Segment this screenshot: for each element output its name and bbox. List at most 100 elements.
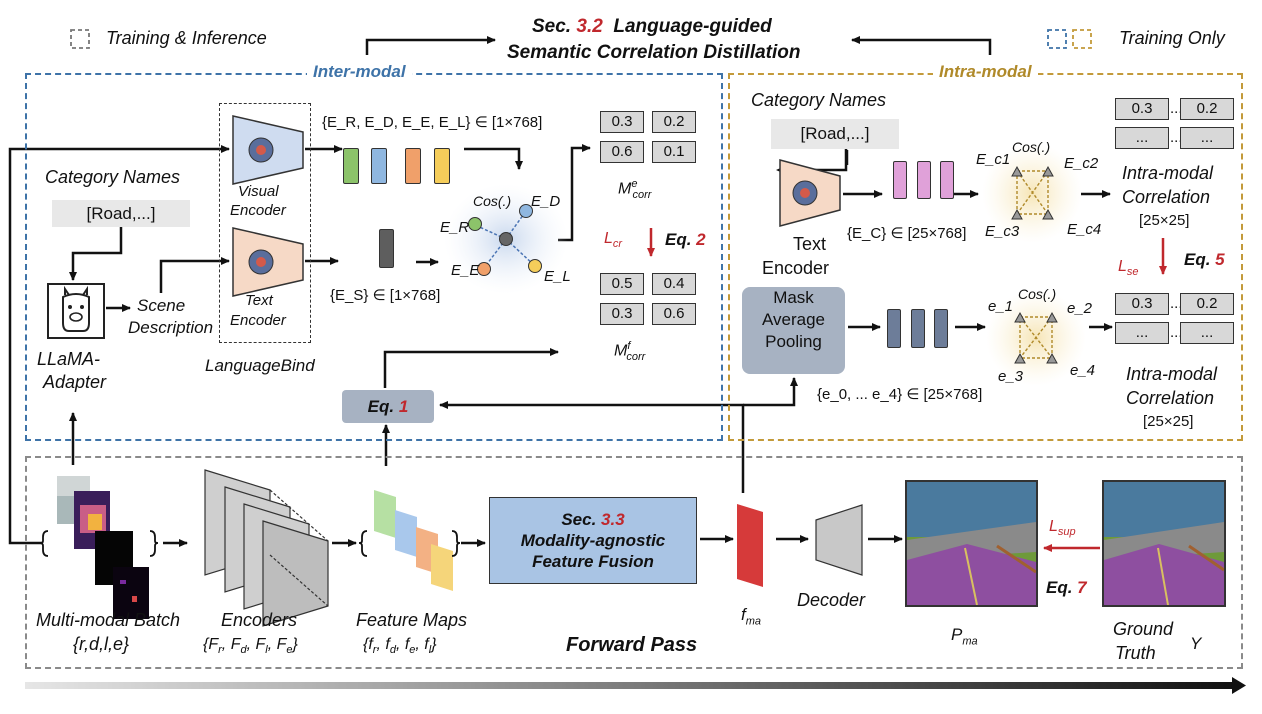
eq7-label: Eq. 7 [1046,578,1087,597]
visual-encoder-label-1: Visual [238,183,279,200]
bar-ee [405,148,421,184]
intra-top-dots: ... [1170,129,1183,146]
intra-category-value: [Road,...] [771,119,899,149]
intra-bot-cell: 0.2 [1180,293,1234,315]
feature-set-label: {fr, fd, fe, fl} [363,636,437,657]
legend-train-only: Training Only [1119,28,1225,48]
y-label: Y [1190,634,1202,653]
batch-label: Multi-modal Batch [36,610,181,630]
m-e-label: Mecorr [618,178,652,201]
intra-modal-label: Intra-modal [933,62,1038,82]
modality-agnostic-fusion-box: Sec. 3.3 Modality-agnostic Feature Fusio… [489,497,697,584]
inter-cosine-cloud [444,184,568,294]
visual-encoder [231,114,307,191]
llama-label-2: Adapter [43,372,107,392]
ec2-label: E_c2 [1064,155,1099,172]
label-el: E_L [544,268,571,285]
intra-cosine-cloud-bottom [986,290,1086,386]
intra-bot-cell: 0.3 [1115,293,1169,315]
prediction-map [905,480,1038,607]
matrix-e-cell: 0.1 [652,141,696,163]
encoder-stack [204,469,329,627]
ec4-label: E_c4 [1067,221,1102,238]
forward-pass-box [25,456,1243,669]
label-er: E_R [440,219,470,236]
intra-corr-size-bot: [25×25] [1143,413,1194,430]
m-f-label: Mfcorr [614,340,646,363]
gt-label-2: Truth [1115,643,1156,663]
intra-encoder-label: Encoder [762,258,830,278]
encoders-set-label: {Fr, Fd, Fl, Fe} [203,636,298,657]
intra-top-cell: 0.3 [1115,98,1169,120]
intra-corr-title-top-2: Correlation [1122,187,1211,207]
intra-top-cell: ... [1115,127,1169,149]
matrix-f-cell: 0.3 [600,303,644,325]
intra-corr-title-bot-1: Intra-modal [1126,364,1218,384]
text-encoder-inter [231,226,307,303]
eq1-box: Eq. 1 [342,390,434,423]
intra-cosine-cloud-top [982,143,1082,243]
feature-maps-label: Feature Maps [356,610,468,630]
encoders-label: Encoders [221,610,298,630]
decoder-shape [815,504,863,576]
bar-ec [917,161,931,199]
e-set-label: {E_R, E_D, E_E, E_L} ∈ [1×768] [322,114,543,131]
intra-category-names: Category Names [751,90,887,110]
intra-bot-cell: ... [1115,322,1169,344]
fma-block [737,504,763,587]
scene-label: Scene [137,296,186,315]
ec3-label: E_c3 [985,223,1020,240]
text-encoder-label-1: Text [245,292,273,309]
intra-cos-bottom: Cos(.) [1018,286,1057,302]
eq5-label: Eq. 5 [1184,250,1225,269]
bar-e [911,309,925,348]
mask-average-pooling: Mask Average Pooling [742,287,845,374]
label-ee: E_E [451,262,480,279]
batch-set-label: {r,d,l,e} [73,634,130,654]
llama-icon [47,283,105,339]
label-ed: E_D [531,193,561,210]
legend-train-infer: Training & Inference [106,28,267,48]
matrix-e-cell: 0.2 [652,111,696,133]
inter-category-names: Category Names [45,167,181,187]
ec1-label: E_c1 [976,151,1011,168]
eq2-label: Eq. 2 [665,230,706,249]
sec32-subtitle: Semantic Correlation Distillation [507,42,801,63]
forward-pass-title: Forward Pass [566,634,698,656]
ec-set-label: {E_C} ∈ [25×768] [847,225,967,242]
languagebind-label: LanguageBind [205,356,315,375]
decoder-label: Decoder [797,590,866,610]
intra-corr-title-bot-2: Correlation [1126,388,1215,408]
description-label: Description [128,318,214,337]
loss-arrows [647,228,1167,552]
bar-ed [371,148,387,184]
intra-cos-top: Cos(.) [1012,139,1051,155]
matrix-f-cell: 0.4 [652,273,696,295]
lsup-label: Lsup [1049,518,1076,539]
matrix-f-cell: 0.5 [600,273,644,295]
sec32-title: Sec. 3.2 Language-guided [532,16,772,37]
intra-bot-dots: ... [1170,295,1183,312]
fma-label: fma [741,605,762,628]
intra-bot-cell: ... [1180,322,1234,344]
matrix-e-cell: 0.3 [600,111,644,133]
intra-top-cell: 0.2 [1180,98,1234,120]
matrix-f-cell: 0.6 [652,303,696,325]
inter-cos-label: Cos(.) [473,193,512,209]
e1-label: e_1 [988,298,1014,315]
timeline-arrowhead [1232,677,1246,694]
bar-e [934,309,948,348]
es-set-label: {E_S} ∈ [1×768] [330,287,441,304]
timeline-bar [25,682,1233,689]
bar-ec [940,161,954,199]
text-encoder-label-2: Encoder [230,312,286,329]
llama-label-1: LLaMA- [37,349,101,369]
brace-marks [39,530,461,557]
feature-maps-stack [374,490,453,591]
visual-encoder-label-2: Encoder [230,202,286,219]
lse-label: Lse [1118,258,1139,279]
multimodal-batch-images [57,476,149,619]
bar-es [379,229,394,268]
ground-truth-map [1102,480,1226,607]
languagebind-box [219,103,311,343]
